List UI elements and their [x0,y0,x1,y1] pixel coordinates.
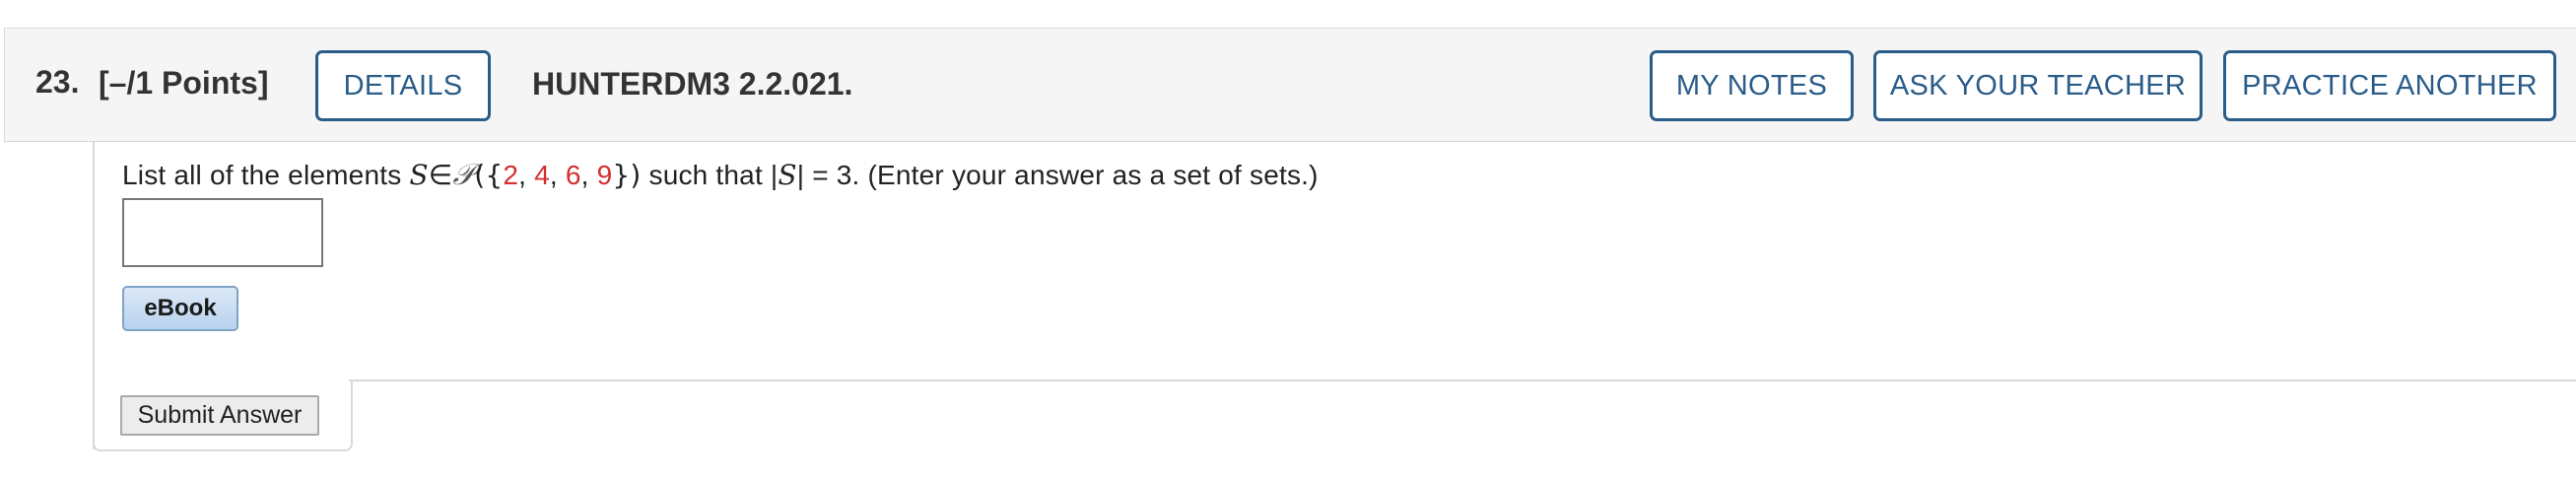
details-button[interactable]: DETAILS [315,50,491,121]
math-bar-close: | [796,160,805,190]
math-open: ({ [474,159,504,191]
question-prompt: List all of the elements S∈𝒫({2, 4, 6, 9… [122,158,1319,192]
set-sep-1: , [518,160,535,190]
set-value-2: 4 [534,160,550,190]
set-sep-2: , [549,160,566,190]
math-equals: = 3. [804,160,860,190]
my-notes-button[interactable]: MY NOTES [1650,50,1854,121]
set-value-4: 9 [596,160,613,190]
math-var-s2: S [778,159,797,191]
practice-another-button[interactable]: PRACTICE ANOTHER [2223,50,2556,121]
points-label: [–/1 Points] [99,65,269,101]
prompt-lead: List all of the elements [122,160,410,190]
math-power-set: 𝒫 [452,158,475,192]
submit-area-frame [93,379,353,451]
prompt-instruction: (Enter your answer as a set of sets.) [859,160,1319,190]
divider [349,379,2576,381]
submit-answer-button[interactable]: Submit Answer [120,395,319,436]
math-element-of: ∈ [428,159,453,191]
question-id: HUNTERDM3 2.2.021. [532,66,853,102]
ask-your-teacher-button[interactable]: ASK YOUR TEACHER [1873,50,2203,121]
set-sep-3: , [580,160,597,190]
math-close: }) [612,159,642,191]
question-body-frame [93,142,2576,449]
prompt-such-that: such that [641,160,771,190]
set-value-3: 6 [565,160,581,190]
question-number: 23. [35,64,80,100]
ebook-button[interactable]: eBook [122,286,238,331]
math-bar-open: | [770,160,779,190]
answer-input[interactable] [122,198,323,267]
set-value-1: 2 [503,160,519,190]
math-var-s: S [409,159,429,191]
